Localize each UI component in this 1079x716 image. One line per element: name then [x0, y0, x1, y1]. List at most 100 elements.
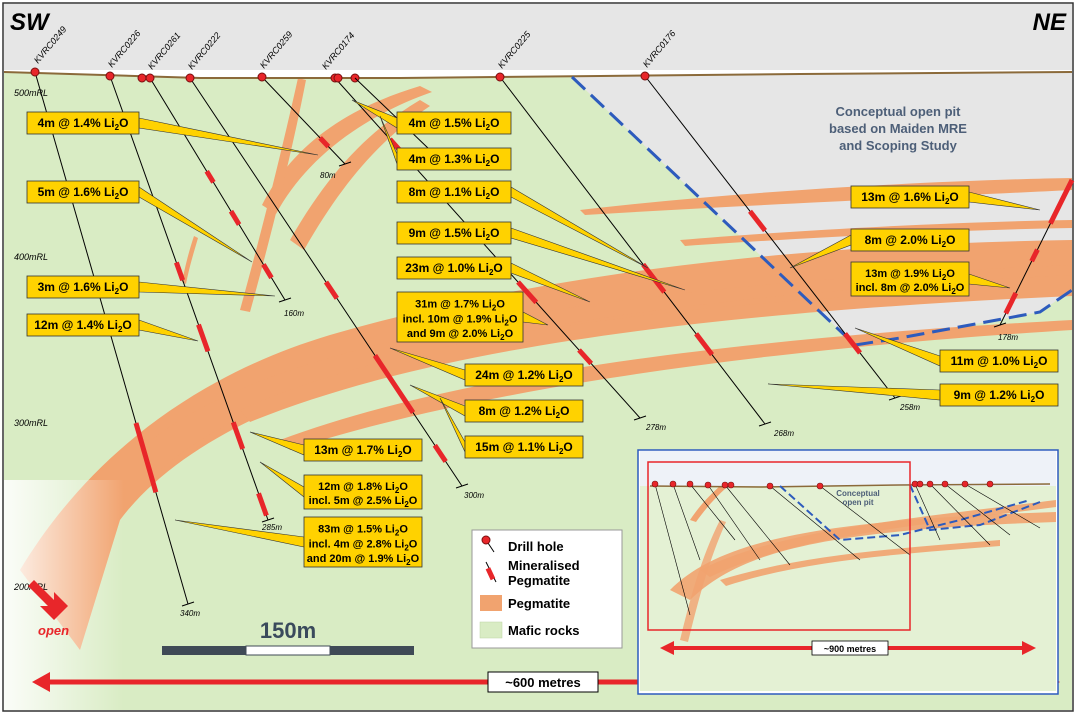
- intercept-post: O: [496, 299, 505, 311]
- intercept-text: 13m @ 1.7% Li2O: [314, 443, 412, 459]
- mineralised-interval: [1029, 248, 1040, 263]
- intercept-post: O: [490, 185, 499, 199]
- intercept-text: 23m @ 1.0% Li2O: [405, 261, 503, 277]
- label-box: [26, 275, 140, 299]
- intercept-post: O: [949, 190, 958, 204]
- intercept-sub: 2: [492, 304, 497, 313]
- scale-seg-1: [162, 646, 246, 655]
- mineralised-pegmatite-icon: [485, 561, 497, 583]
- intercept-text: 12m @ 1.8% Li2O: [318, 481, 408, 495]
- intercept-text: 8m @ 1.2% Li2O: [479, 404, 570, 420]
- intercept-pre: 13m @ 1.7% Li: [314, 443, 398, 457]
- intercept-pre: 8m @ 1.2% Li: [479, 404, 556, 418]
- intercept-label: 4m @ 1.3% Li2O: [396, 147, 512, 171]
- collar-icon: [105, 71, 115, 81]
- label-box: [850, 185, 970, 209]
- intercept-post: O: [122, 318, 131, 332]
- pegmatite-sheet-2: [240, 285, 1072, 422]
- hole-depth: 258m: [899, 403, 920, 412]
- intercept-text: and 9m @ 2.0% Li2O: [407, 328, 514, 342]
- intercept-label: 8m @ 2.0% Li2O: [850, 228, 970, 252]
- pegmatite-sheet-3: [280, 320, 1072, 450]
- mineralised-interval: [372, 354, 416, 414]
- collar-icon: [185, 73, 195, 83]
- label-box: [850, 261, 970, 297]
- scale-seg-2: [245, 645, 331, 656]
- intercept-pre: 4m @ 1.3% Li: [409, 152, 486, 166]
- label-box: [396, 291, 524, 343]
- intercept-sub: 2: [486, 233, 491, 242]
- label-box: [939, 349, 1059, 373]
- intercept-label: 11m @ 1.0% Li2O: [939, 349, 1059, 373]
- label-box: [303, 438, 423, 462]
- hole-end-tick: [993, 322, 1007, 328]
- intercept-post: O: [402, 443, 411, 457]
- mineralised-interval: [256, 492, 269, 517]
- intercept-sub: 2: [404, 500, 409, 509]
- pit-note-line-3: and Scoping Study: [839, 138, 957, 153]
- intercept-sub: 2: [556, 411, 561, 420]
- intercept-pre: 4m @ 1.5% Li: [409, 116, 486, 130]
- intercept-sub: 2: [559, 375, 564, 384]
- label-box: [396, 221, 512, 245]
- intercept-sub: 2: [395, 486, 400, 495]
- intercept-text: 83m @ 1.5% Li2O: [318, 524, 408, 538]
- mineralised-interval: [694, 332, 714, 357]
- mafic-swatch: [479, 621, 503, 639]
- intercept-post: O: [946, 268, 955, 280]
- intercept-sub: 2: [942, 240, 947, 249]
- intercept-label: 9m @ 1.2% Li2O: [939, 383, 1059, 407]
- mineralised-interval: [1003, 291, 1019, 315]
- rl-label-500: 500mRL: [14, 88, 48, 98]
- label-box: [303, 474, 423, 510]
- legend-mineralised-line-1: Mineralised: [508, 558, 580, 573]
- intercept-pre: and 20m @ 1.9% Li: [307, 553, 406, 565]
- hole-end-tick: [455, 483, 469, 489]
- intercept-text: 5m @ 1.6% Li2O: [38, 185, 129, 201]
- hole-depth: 340m: [180, 609, 200, 618]
- intercept-text: 8m @ 2.0% Li2O: [865, 233, 956, 249]
- hole-depth: 268m: [773, 429, 794, 438]
- collar-icon: [30, 67, 40, 77]
- pegmatite-dyke-2: [290, 100, 430, 250]
- pit-note: Conceptual open pit based on Maiden MRE …: [829, 104, 967, 153]
- intercept-pre: 23m @ 1.0% Li: [405, 261, 489, 275]
- intercept-post: O: [493, 261, 502, 275]
- label-box: [396, 147, 512, 171]
- intercept-post: O: [563, 368, 572, 382]
- mineralised-interval: [228, 209, 242, 226]
- pegmatite-swatch: [480, 595, 502, 611]
- intercept-sub: 2: [398, 450, 403, 459]
- legend-mafic: Mafic rocks: [508, 623, 580, 638]
- intercept-sub: 2: [395, 529, 400, 538]
- intercept-post: O: [505, 328, 514, 340]
- intercept-pre: 13m @ 1.6% Li: [861, 190, 945, 204]
- intercept-sub: 2: [504, 318, 509, 327]
- scale-seg-3: [330, 646, 414, 655]
- intercept-sub: 2: [489, 268, 494, 277]
- intercept-sub: 2: [115, 192, 120, 201]
- drill-trace: [34, 71, 189, 605]
- intercept-pre: and 9m @ 2.0% Li: [407, 328, 500, 340]
- intercept-sub: 2: [1034, 361, 1039, 370]
- drill-hole-icon: [481, 535, 495, 553]
- mineralised-interval: [174, 261, 186, 282]
- legend: Drill hole Mineralised Pegmatite Pegmati…: [471, 529, 623, 649]
- label-box: [464, 435, 584, 459]
- intercept-post: O: [119, 185, 128, 199]
- left-fade: [4, 480, 124, 710]
- intercept-sub: 2: [486, 159, 491, 168]
- label-box: [396, 180, 512, 204]
- legend-drill-hole: Drill hole: [508, 539, 564, 554]
- intercept-pre: incl. 4m @ 2.8% Li: [309, 538, 405, 550]
- hole-end-tick: [181, 601, 195, 607]
- hole-end-tick: [758, 421, 772, 427]
- intercept-sub: 2: [115, 287, 120, 296]
- intercept-post: O: [399, 524, 408, 536]
- intercept-post: O: [490, 226, 499, 240]
- inset-pit-label-2: open pit: [842, 498, 873, 507]
- label-box: [850, 228, 970, 252]
